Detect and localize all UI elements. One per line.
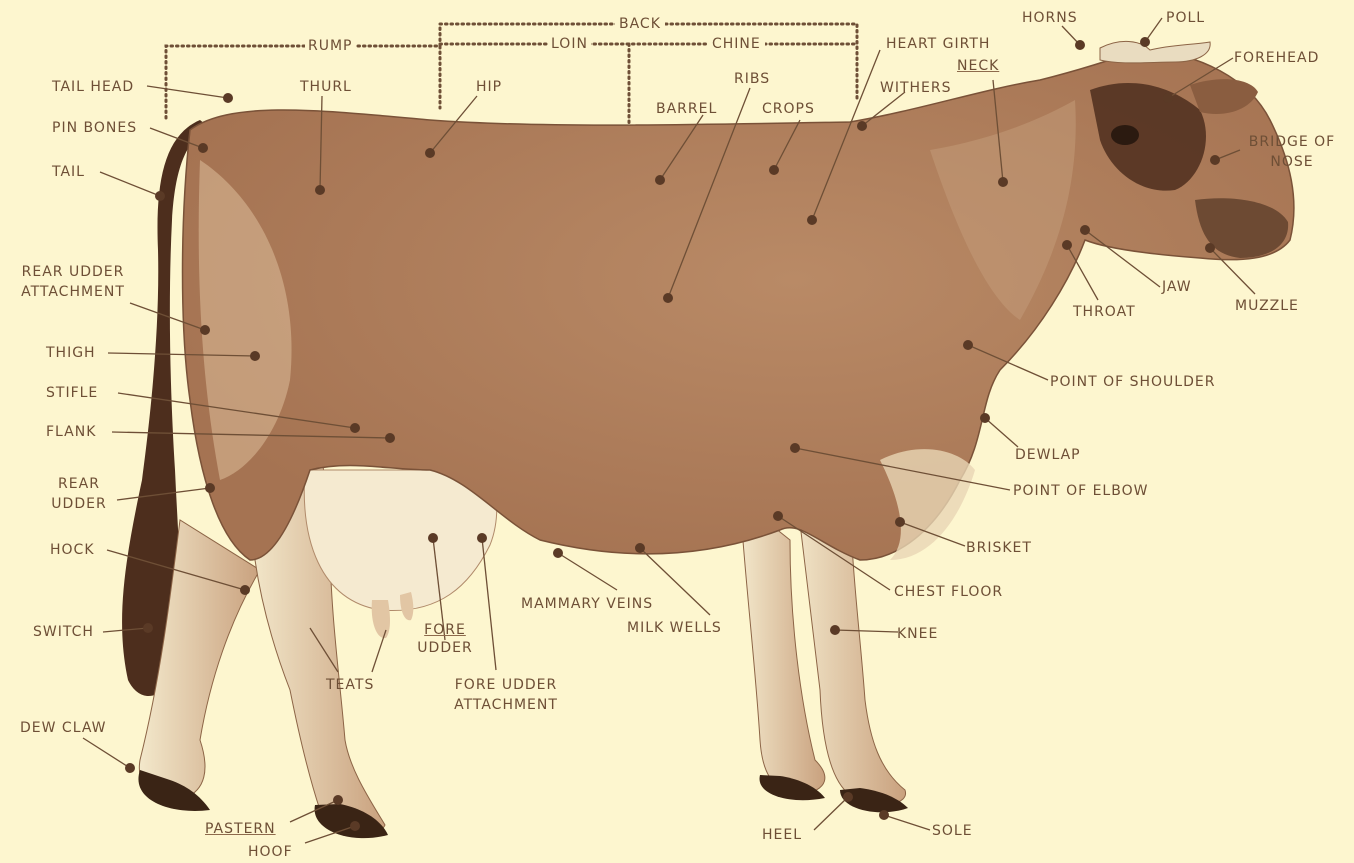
- label-brisket: BRISKET: [966, 540, 1032, 556]
- label-withers: WITHERS: [880, 80, 952, 96]
- label-pastern: PASTERN: [205, 821, 276, 837]
- label-tail-head: TAIL HEAD: [52, 79, 134, 95]
- label-switch: SWITCH: [33, 624, 94, 640]
- label-fore-udder-line-1: FORE: [412, 622, 478, 638]
- teat-2: [400, 592, 413, 620]
- udder-shape: [304, 470, 497, 611]
- label-heart-girth: HEART GIRTH: [886, 36, 990, 52]
- label-rump: RUMP: [305, 38, 356, 54]
- label-bridge-of-nose-line-2: NOSE: [1240, 154, 1344, 170]
- label-dewlap: DEWLAP: [1015, 447, 1081, 463]
- label-rear-udder-attachment-line-2: ATTACHMENT: [4, 284, 142, 300]
- label-milk-wells: MILK WELLS: [627, 620, 722, 636]
- label-throat: THROAT: [1073, 304, 1136, 320]
- label-jaw: JAW: [1162, 279, 1192, 295]
- eye-shape: [1111, 125, 1139, 145]
- label-fore-udder: FORE UDDER: [412, 622, 478, 656]
- back-bracket: [440, 24, 857, 100]
- label-rear-udder-line-2: UDDER: [46, 496, 112, 512]
- label-fore-udder-line-2: UDDER: [412, 640, 478, 656]
- label-point-of-shoulder: POINT OF SHOULDER: [1050, 374, 1215, 390]
- label-bridge-of-nose: BRIDGE OF NOSE: [1240, 134, 1344, 170]
- label-tail: TAIL: [52, 164, 85, 180]
- label-fore-udder-attachment-line-2: ATTACHMENT: [436, 697, 576, 713]
- label-rear-udder: REAR UDDER: [46, 476, 112, 512]
- label-hip: HIP: [476, 79, 502, 95]
- label-ribs: RIBS: [734, 71, 770, 87]
- label-sole: SOLE: [932, 823, 973, 839]
- label-barrel: BARREL: [656, 101, 717, 117]
- hoof-rear-near: [315, 804, 388, 838]
- label-muzzle: MUZZLE: [1235, 298, 1299, 314]
- label-crops: CROPS: [762, 101, 815, 117]
- label-pin-bones: PIN BONES: [52, 120, 137, 136]
- label-heel: HEEL: [762, 827, 802, 843]
- horn-shape: [1100, 41, 1210, 62]
- label-forehead: FOREHEAD: [1234, 50, 1319, 66]
- label-chine: CHINE: [708, 36, 765, 52]
- label-dew-claw: DEW CLAW: [20, 720, 106, 736]
- label-rear-udder-attachment: REAR UDDER ATTACHMENT: [4, 264, 142, 300]
- label-teats: TEATS: [326, 677, 374, 693]
- label-flank: FLANK: [46, 424, 96, 440]
- label-point-of-elbow: POINT OF ELBOW: [1013, 483, 1148, 499]
- label-stifle: STIFLE: [46, 385, 98, 401]
- label-rear-udder-attachment-line-1: REAR UDDER: [4, 264, 142, 280]
- label-fore-udder-attachment-line-1: FORE UDDER: [436, 677, 576, 693]
- label-rear-udder-line-1: REAR: [46, 476, 112, 492]
- label-hock: HOCK: [50, 542, 95, 558]
- label-neck: NECK: [957, 58, 999, 74]
- label-back: BACK: [615, 16, 665, 32]
- label-hoof: HOOF: [248, 844, 293, 860]
- label-mammary-veins: MAMMARY VEINS: [521, 596, 653, 612]
- label-horns: HORNS: [1022, 10, 1078, 26]
- label-poll: POLL: [1166, 10, 1205, 26]
- label-knee: KNEE: [897, 626, 938, 642]
- label-fore-udder-attachment: FORE UDDER ATTACHMENT: [436, 677, 576, 713]
- label-thigh: THIGH: [46, 345, 96, 361]
- teat-1: [372, 600, 390, 638]
- label-bridge-of-nose-line-1: BRIDGE OF: [1240, 134, 1344, 150]
- label-loin: LOIN: [548, 36, 591, 52]
- label-chest-floor: CHEST FLOOR: [894, 584, 1003, 600]
- label-thurl: THURL: [300, 79, 352, 95]
